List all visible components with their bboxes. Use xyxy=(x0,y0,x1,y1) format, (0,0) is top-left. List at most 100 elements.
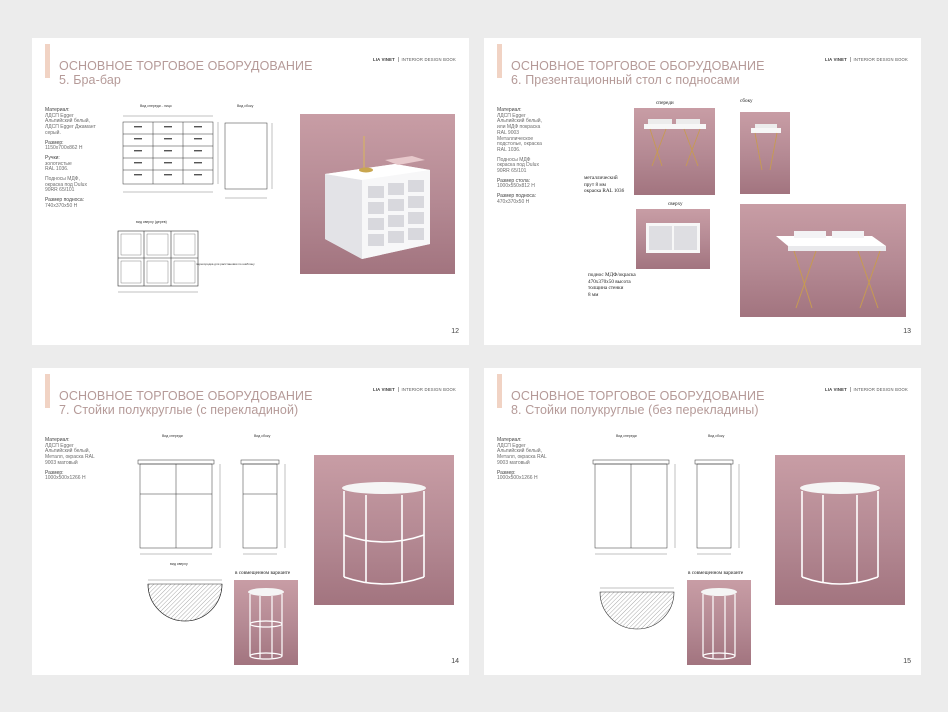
spec-line: 1150х700х862 Н xyxy=(45,145,83,152)
drawing-caption-side: Вид сбоку xyxy=(708,434,725,438)
brand-header: LIA VINET INTERIOR DESIGN BOOK xyxy=(373,57,456,63)
spec-line: Ручки: xyxy=(45,154,60,161)
drawing-caption-front: Вид спереди xyxy=(162,434,183,438)
spec-line: Альпийский белый, xyxy=(45,118,90,125)
spec-line: ЛДСП Egger xyxy=(497,442,526,449)
brand-book: INTERIOR DESIGN BOOK xyxy=(853,387,908,392)
note-metal-rod: металлический прут 8 мм окраска RAL 1036 xyxy=(584,175,624,195)
table-front-render xyxy=(634,108,715,195)
spec-line: ЛДСП Egger xyxy=(45,442,74,449)
bra-bar-side-drawing xyxy=(224,122,273,199)
spec-line: Размер: xyxy=(497,469,516,476)
table-side-render xyxy=(740,112,790,194)
note-line: 8 мм xyxy=(588,291,599,298)
spec-line: Альпийский белый, xyxy=(45,448,90,455)
spec-line: Материал: xyxy=(497,107,522,113)
page-title: ОСНОВНОЕ ТОРГОВОЕ ОБОРУДОВАНИЕ 8. Стойки… xyxy=(511,389,765,417)
drawing-caption-side: Вид сбоку xyxy=(237,104,254,108)
spec-line: Металлическое xyxy=(497,135,534,142)
spec-line: Подносы МДФ xyxy=(497,156,531,163)
stand-front-drawing xyxy=(137,459,221,555)
stand-top-drawing xyxy=(147,579,223,622)
table-perspective-render xyxy=(740,204,906,317)
spec-line: RAL 9003 xyxy=(497,129,520,136)
spec-line: или МДФ покраска xyxy=(497,124,541,131)
drawing-caption-front: Вид спереди - лицо xyxy=(140,104,172,108)
note-line: окраска RAL 1036 xyxy=(584,188,625,194)
drawing-caption-top: вид сверху xyxy=(170,562,188,566)
spec-line: Альпийский белый, xyxy=(497,118,542,125)
stand-side-drawing xyxy=(694,459,740,555)
spec-line: Размер подноса: xyxy=(45,197,85,204)
page-number: 15 xyxy=(903,658,911,665)
brand-name: LIA VINET xyxy=(825,57,847,62)
section-title: ОСНОВНОЕ ТОРГОВОЕ ОБОРУДОВАНИЕ xyxy=(59,59,313,73)
spec-line: 90RR 65/101 xyxy=(497,168,527,175)
spec-line: Размер: xyxy=(45,139,64,146)
caption-front: спереди xyxy=(656,100,674,106)
spec-line: окраска под Dulux xyxy=(497,162,539,169)
note-line: металлический xyxy=(584,175,618,181)
catalog-page-12: ОСНОВНОЕ ТОРГОВОЕ ОБОРУДОВАНИЕ 5. Бра-ба… xyxy=(32,38,469,345)
spec-line: 9003 матовый xyxy=(45,459,78,466)
spec-line: 9003 матовый xyxy=(497,459,530,466)
bra-bar-front-drawing xyxy=(122,115,219,193)
spec-line: Подносы МДФ, xyxy=(45,176,80,183)
note-line: прут 8 мм xyxy=(584,181,606,188)
spec-line: Материал: xyxy=(497,437,522,443)
spec-line: серый. xyxy=(45,129,61,136)
spec-line: золотистые xyxy=(45,160,72,167)
spec-line: RAL 1036. xyxy=(497,146,521,153)
spec-line: Металл, окраска RAL xyxy=(497,454,547,461)
drawing-note: перегородка для расстановки по шаблону xyxy=(196,262,255,266)
brand-name: LIA VINET xyxy=(373,57,395,62)
section-title: ОСНОВНОЕ ТОРГОВОЕ ОБОРУДОВАНИЕ xyxy=(511,389,765,403)
stand-combined-render xyxy=(687,580,751,665)
note-line: 470х370х50 высота xyxy=(588,278,631,285)
drawing-caption-side: Вид сбоку xyxy=(254,434,271,438)
bra-bar-render xyxy=(300,114,455,274)
caption-combined: в совмещенном варианте xyxy=(235,570,291,576)
drawing-caption-front: Вид спереди xyxy=(616,434,637,438)
spec-line: Размер: xyxy=(45,469,64,476)
page-number: 14 xyxy=(451,658,459,665)
brand-book: INTERIOR DESIGN BOOK xyxy=(401,57,456,62)
spec-line: 90RR 65/101 xyxy=(45,187,75,194)
caption-combined: в совмещенном варианте xyxy=(688,570,744,576)
section-title: ОСНОВНОЕ ТОРГОВОЕ ОБОРУДОВАНИЕ xyxy=(59,389,313,403)
catalog-page-14: ОСНОВНОЕ ТОРГОВОЕ ОБОРУДОВАНИЕ 7. Стойки… xyxy=(32,368,469,675)
item-title: 6. Презентационный стол с подносами xyxy=(511,73,740,87)
note-tray: поднос МДФ/окраска 470х370х50 высота тол… xyxy=(588,272,636,298)
stand-top-drawing xyxy=(599,587,675,630)
page-title: ОСНОВНОЕ ТОРГОВОЕ ОБОРУДОВАНИЕ 7. Стойки… xyxy=(59,389,313,417)
caption-side: сбоку xyxy=(740,98,753,104)
spec-line: Размер подноса: xyxy=(497,193,537,200)
caption-top: сверху xyxy=(668,201,683,207)
spec-line: Материал: xyxy=(45,107,70,113)
spec-line: подстолье, окраска xyxy=(497,141,542,148)
page-title: ОСНОВНОЕ ТОРГОВОЕ ОБОРУДОВАНИЕ 5. Бра-ба… xyxy=(59,59,313,87)
page-number: 13 xyxy=(903,328,911,335)
spec-line: ЛДСП Egger Джамант xyxy=(45,124,96,131)
stand-front-drawing xyxy=(592,459,676,555)
accent-bar xyxy=(497,374,502,408)
section-title: ОСНОВНОЕ ТОРГОВОЕ ОБОРУДОВАНИЕ xyxy=(511,59,765,73)
spec-line: Материал: xyxy=(45,437,70,443)
spec-line: Размер стола: xyxy=(497,177,531,184)
spec-line: RAL 1036. xyxy=(45,166,69,173)
spec-line: 1000х550х812 Н xyxy=(497,183,535,190)
table-top-render xyxy=(636,209,710,269)
spec-line: 1000х500х1266 Н xyxy=(497,475,538,482)
spec-line: ЛДСП Egger xyxy=(497,112,526,119)
accent-bar xyxy=(45,44,50,78)
stand-render xyxy=(314,455,454,605)
catalog-page-13: ОСНОВНОЕ ТОРГОВОЕ ОБОРУДОВАНИЕ 6. Презен… xyxy=(484,38,921,345)
spec-line: Альпийский белый, xyxy=(497,448,542,455)
